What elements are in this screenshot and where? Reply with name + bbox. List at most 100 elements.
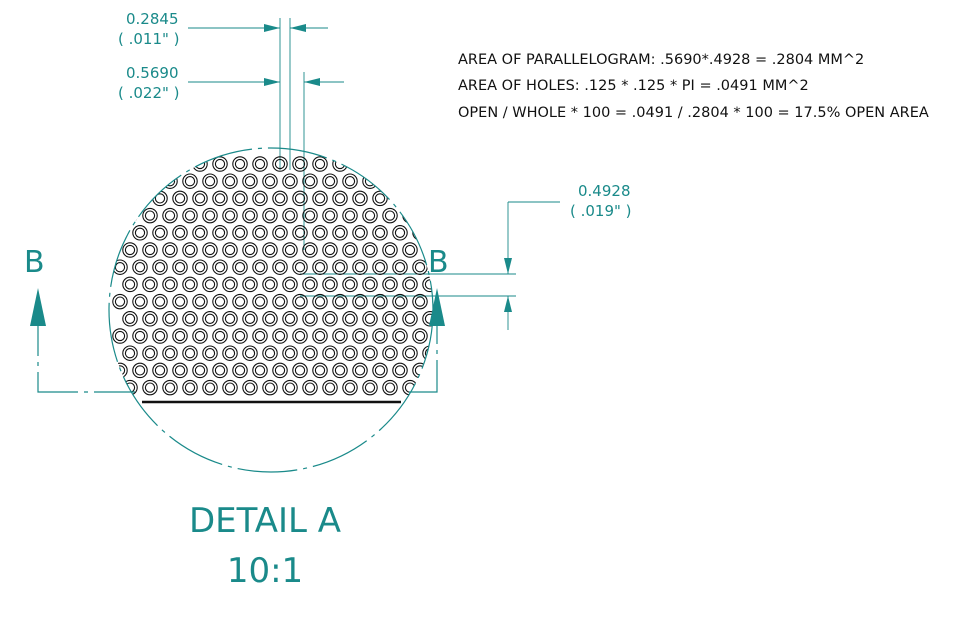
hole: [272, 362, 288, 379]
note-open-area: OPEN / WHOLE * 100 = .0491 / .2804 * 100…: [458, 105, 929, 121]
hole: [272, 328, 288, 344]
hole-inner: [354, 365, 366, 376]
hole: [292, 259, 308, 275]
hole: [292, 362, 308, 379]
hole: [362, 379, 378, 396]
hole-inner: [214, 330, 226, 342]
hole-inner: [134, 365, 146, 376]
arrowhead: [264, 24, 280, 32]
hole: [392, 225, 408, 241]
hole-inner: [364, 348, 376, 359]
hole: [322, 276, 338, 293]
hole-inner: [264, 348, 276, 359]
hole: [252, 190, 268, 207]
hole-inner: [184, 210, 196, 221]
hole-inner: [284, 279, 296, 290]
hole: [302, 379, 318, 396]
arrowhead: [504, 258, 512, 274]
hole: [302, 345, 318, 361]
hole: [122, 242, 138, 258]
hole-inner: [374, 365, 386, 376]
hole-inner: [154, 330, 166, 342]
hole-inner: [344, 382, 356, 393]
hole: [342, 379, 358, 396]
dim-hole-pitch-half-inch: ( .011" ): [118, 30, 180, 48]
hole: [262, 311, 278, 327]
hole-inner: [264, 279, 276, 290]
detail-scale: 10:1: [227, 551, 303, 591]
hole: [322, 379, 338, 396]
hole-inner: [344, 279, 356, 290]
hole-inner: [144, 348, 156, 359]
hole: [202, 276, 218, 293]
hole-inner: [354, 227, 366, 238]
hole: [222, 345, 238, 361]
hole-inner: [254, 193, 266, 204]
hole-inner: [274, 227, 286, 238]
hole: [342, 242, 358, 258]
hole-inner: [214, 158, 226, 170]
hole-inner: [164, 348, 176, 359]
hole-inner: [304, 176, 316, 187]
hole-inner: [364, 279, 376, 290]
hole: [282, 242, 298, 258]
hole: [412, 293, 428, 310]
hole: [192, 225, 208, 241]
hole: [142, 242, 158, 258]
hole-inner: [134, 330, 146, 342]
hole-inner: [254, 296, 266, 307]
hole-inner: [204, 176, 216, 187]
hole-inner: [144, 210, 156, 221]
hole: [242, 345, 258, 361]
hole-inner: [224, 313, 236, 324]
hole-inner: [114, 227, 126, 238]
hole-inner: [134, 227, 146, 238]
hole-inner: [124, 348, 136, 359]
hole: [192, 328, 208, 344]
hole: [172, 225, 188, 241]
hole-inner: [244, 176, 256, 187]
hole-inner: [294, 227, 306, 238]
hole-inner: [274, 296, 286, 307]
hole-inner: [294, 193, 306, 204]
hole: [352, 259, 368, 275]
hole-inner: [344, 210, 356, 221]
hole-inner: [134, 296, 146, 307]
hole: [362, 311, 378, 327]
hole-inner: [244, 382, 256, 393]
hole: [152, 293, 168, 310]
hole-inner: [364, 244, 376, 256]
hole: [322, 345, 338, 361]
hole: [222, 379, 238, 396]
hole: [392, 259, 408, 275]
hole: [202, 173, 218, 189]
note-parallelogram: AREA OF PARALLELOGRAM: .5690*.4928 = .28…: [458, 52, 864, 68]
hole-inner: [124, 279, 136, 290]
hole-inner: [394, 330, 406, 342]
hole: [212, 190, 228, 207]
hole-inner: [334, 158, 346, 170]
hole: [242, 173, 258, 189]
hole-inner: [364, 313, 376, 324]
hole: [292, 293, 308, 310]
hole-inner: [334, 330, 346, 342]
hole-inner: [204, 279, 216, 290]
hole: [312, 156, 328, 172]
hole: [202, 379, 218, 396]
hole-inner: [274, 262, 286, 273]
hole-inner: [324, 176, 336, 187]
hole: [222, 311, 238, 327]
hole-inner: [384, 348, 396, 359]
arrowhead: [290, 24, 306, 32]
hole: [322, 311, 338, 327]
hole: [242, 311, 258, 327]
hole-inner: [334, 365, 346, 376]
hole: [262, 379, 278, 396]
arrowhead: [264, 78, 280, 86]
hole: [382, 276, 398, 293]
hole-inner: [324, 382, 336, 393]
hole-inner: [124, 244, 136, 256]
hole-inner: [174, 227, 186, 238]
arrowhead: [304, 78, 320, 86]
hole: [142, 207, 158, 224]
